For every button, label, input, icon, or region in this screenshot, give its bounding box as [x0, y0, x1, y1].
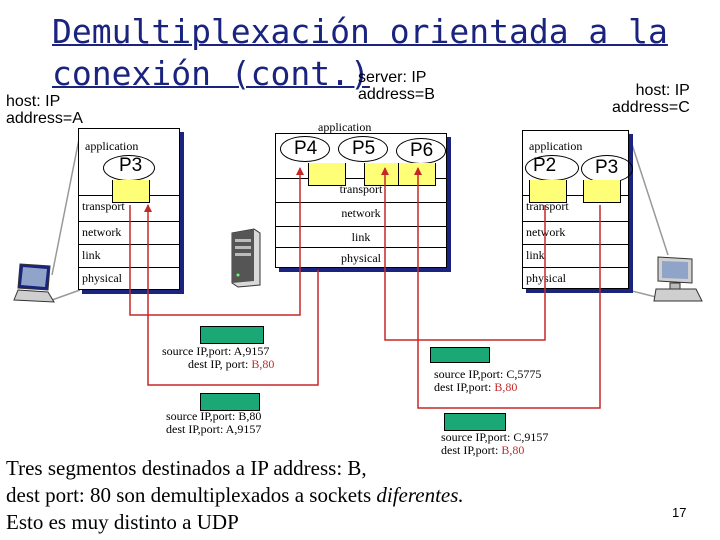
- host-c-label: host: IP address=C: [612, 82, 690, 116]
- server-b-p4-label: P4: [294, 138, 318, 159]
- segment-4-caption: source IP,port: C,9157 dest IP,port: B,8…: [441, 430, 549, 457]
- segment-3-caption: source IP,port: C,5775 dest IP,port: B,8…: [434, 367, 542, 394]
- laptop-icon: [13, 263, 55, 303]
- arrow-a-to-b: [129, 167, 304, 316]
- segment-a-to-b: [200, 326, 264, 344]
- server-b-p4-process: [280, 136, 330, 162]
- host-a-stack: application P3 transport network link ph…: [78, 128, 180, 290]
- server-b-p5-process: [338, 136, 388, 162]
- server-icon: [231, 228, 261, 288]
- segment-c5775-to-b: [430, 347, 490, 363]
- host-a-socket-p3: [112, 180, 150, 203]
- server-b-p5-label: P5: [352, 138, 376, 159]
- host-c-application-label: application: [529, 139, 583, 153]
- host-c-p2-label: P2: [533, 155, 557, 176]
- host-a-label: host: IP address=A: [6, 93, 83, 127]
- slide-title: Demultiplexación orientada a la conexión…: [52, 12, 668, 96]
- server-b-network: network: [276, 202, 446, 223]
- host-c-stack: application P2 P3 transport network link…: [522, 130, 633, 289]
- server-b-link: link: [276, 226, 446, 247]
- server-b-socket-p4: [308, 163, 346, 186]
- host-c-socket-p3: [583, 180, 621, 203]
- arrow-c5775-to-b: [381, 167, 546, 341]
- desktop-computer-icon: [653, 256, 703, 302]
- arrow-c9157-to-b: [414, 167, 601, 409]
- arrow-b-to-a: [144, 204, 319, 386]
- explanation-line-3: Esto es muy distinto a UDP: [6, 510, 239, 534]
- host-c-link: link: [523, 244, 628, 265]
- host-a-network: network: [79, 221, 179, 242]
- segment-c9157-to-b: [444, 413, 506, 431]
- page-number: 17: [672, 505, 687, 520]
- segment-1-caption: source IP,port: A,9157 dest IP, port: B,…: [162, 344, 275, 371]
- segment-b-to-a: [200, 393, 260, 411]
- server-b-application-label: application: [318, 120, 372, 134]
- title-line-2: conexión (cont.): [52, 54, 370, 93]
- host-a-p3-label: P3: [119, 155, 143, 176]
- server-b-p6-label: P6: [410, 140, 434, 161]
- host-c-socket-p2: [529, 180, 567, 203]
- server-b-physical: physical: [276, 247, 446, 268]
- explanation-text: Tres segmentos destinados a IP address: …: [6, 455, 464, 536]
- explanation-line-1: Tres segmentos destinados a IP address: …: [6, 456, 367, 480]
- host-a-link-lower: [51, 289, 81, 301]
- segment-2-caption: source IP,port: B,80 dest IP,port: A,915…: [166, 409, 262, 436]
- host-c-p3-label: P3: [595, 157, 619, 178]
- host-a-link: link: [79, 244, 179, 265]
- host-a-physical: physical: [79, 267, 179, 288]
- title-line-1: Demultiplexación orientada a la: [52, 12, 668, 51]
- host-a-application-label: application: [85, 139, 139, 153]
- host-c-link-upper: [627, 131, 669, 256]
- host-c-physical: physical: [523, 267, 628, 288]
- explanation-line-2: dest port: 80 son demultiplexados a sock…: [6, 483, 464, 507]
- server-b-label: server: IP address=B: [358, 69, 435, 103]
- host-a-link-upper: [51, 133, 81, 276]
